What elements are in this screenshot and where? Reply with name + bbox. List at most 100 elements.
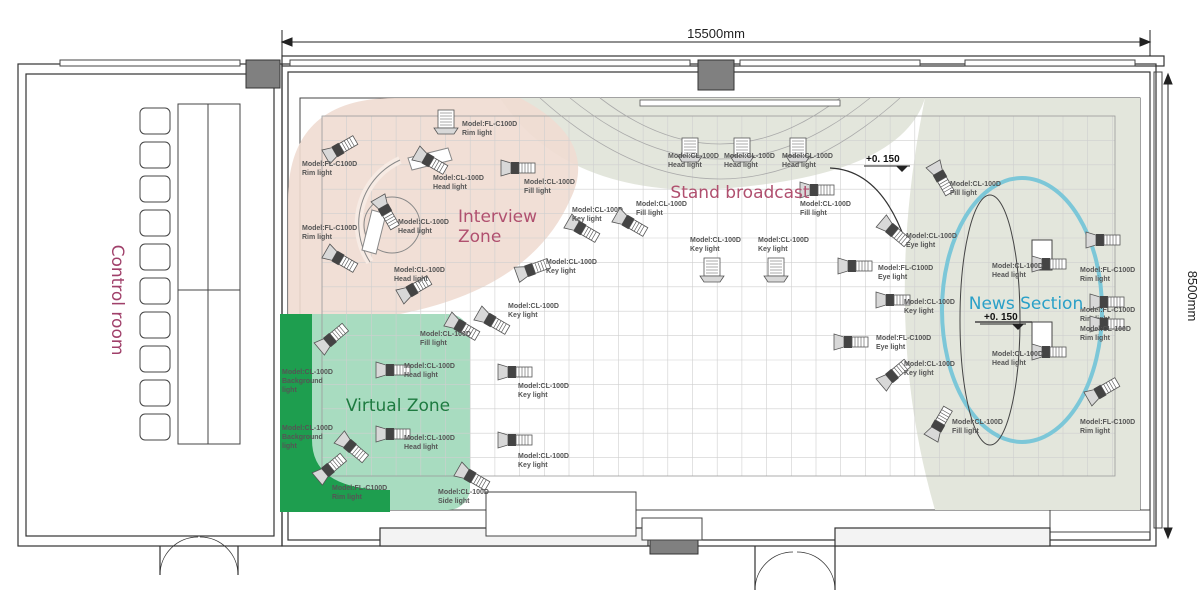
- fixture-model-label: Model:CL-100D: [950, 181, 1001, 188]
- virtual-zone-accent: [280, 314, 390, 512]
- fixture-model-label: Model:CL-100D: [404, 435, 455, 442]
- fixture-role-label: Fill light: [952, 428, 979, 435]
- fixture-role-label: Head light: [433, 184, 468, 191]
- light-fixture-icon: [923, 405, 953, 443]
- fixture-model-label: Model:FL-C100D: [1080, 419, 1135, 426]
- light-fixture-icon: [513, 257, 552, 283]
- fixture-role-label: Eye light: [878, 274, 908, 281]
- light-fixture: Model:CL-100D Side light: [438, 461, 491, 505]
- light-fixture-icon: [411, 145, 449, 175]
- fixture-role-label: light: [282, 443, 297, 450]
- fixture-model-label: Model:FL-C100D: [878, 265, 933, 272]
- fixture-model-label: Model:CL-100D: [758, 237, 809, 244]
- fixture-role-label: Fill light: [950, 190, 977, 197]
- width-dimension: 15500mm: [687, 26, 745, 41]
- news-zone-bg: [904, 98, 1140, 510]
- light-fixture-icon: [875, 358, 912, 392]
- fixture-model-label: Model:CL-100D: [398, 219, 449, 226]
- grid-border: [321, 115, 1116, 477]
- fixture-model-label: Model:CL-100D: [438, 489, 489, 496]
- fixture-model-label: Model:CL-100D: [668, 153, 719, 160]
- fixture-model-label: Model:CL-100D: [282, 425, 333, 432]
- light-fixture: Model:CL-100D Head light: [992, 255, 1067, 279]
- light-fixture-icon: [925, 159, 955, 197]
- fixture-model-label: Model:CL-100D: [992, 263, 1043, 270]
- control-room-furniture: [139, 103, 241, 445]
- control-room-label: Control room: [107, 245, 127, 356]
- column-nw: [245, 59, 281, 89]
- control-room-inner-wall: [25, 73, 275, 537]
- fixture-model-label: Model:CL-100D: [546, 259, 597, 266]
- light-fixture: Model:CL-100D Head light: [375, 425, 455, 451]
- fixture-role-label: Head light: [724, 162, 759, 169]
- fixture-model-label: Model:FL-C100D: [302, 161, 357, 168]
- virtual-zone-label: Virtual Zone: [346, 396, 450, 416]
- fixture-model-label: Model:CL-100D: [906, 233, 957, 240]
- fixture-model-label: Model:CL-100D: [282, 369, 333, 376]
- interview-set: [354, 147, 453, 265]
- light-fixture-icon: [333, 430, 370, 464]
- light-fixture-icon: [1089, 315, 1125, 333]
- light-fixture-icon: [321, 135, 359, 165]
- fixture-role-label: Side light: [438, 498, 470, 505]
- light-fixture-icon: [443, 311, 481, 341]
- fixture-role-label: Eye light: [906, 242, 936, 249]
- fixture-role-label: Background: [282, 378, 323, 385]
- fixture-role-label: Head light: [992, 272, 1027, 279]
- fixture-role-label: Rim light: [462, 130, 493, 137]
- fixture-role-label: Rim light: [302, 170, 333, 177]
- fixture-role-label: Rim light: [1080, 276, 1111, 283]
- light-fixture-icon: [311, 452, 348, 486]
- fixture-model-label: Model:FL-C100D: [462, 121, 517, 128]
- fixture-model-label: Model:CL-100D: [904, 299, 955, 306]
- fixture-model-label: Model:CL-100D: [724, 153, 775, 160]
- light-fixture-icon: [699, 257, 725, 283]
- interview-zone: [288, 98, 579, 315]
- light-fixture: Model:FL-C100D Rim light: [302, 135, 359, 177]
- control-room-chairs: [139, 107, 171, 441]
- fixture-model-label: Model:CL-100D: [690, 237, 741, 244]
- virtual-zone: [280, 314, 470, 510]
- stand-broadcast-set: [539, 97, 906, 241]
- light-fixture-icon: [875, 291, 911, 309]
- fixture-role-label: Fill light: [636, 210, 663, 217]
- fixture-role-label: Head light: [992, 360, 1027, 367]
- stand-broadcast-label: Stand broadcast: [670, 183, 809, 203]
- light-fixture-icon: [321, 243, 359, 273]
- dimension-lines: [280, 30, 1173, 540]
- fixture-model-label: Model:CL-100D: [404, 363, 455, 370]
- fixture-role-label: Head light: [404, 444, 439, 451]
- news-section-ring: [940, 176, 1104, 444]
- light-fixture-icon: [1031, 255, 1067, 273]
- interview-zone-label-1: Interview: [458, 207, 537, 227]
- fixture-model-label: Model:CL-100D: [636, 201, 687, 208]
- fixture-model-label: Model:FL-C100D: [1080, 307, 1135, 314]
- fixture-model-label: Model:CL-100D: [782, 153, 833, 160]
- light-fixture-icon: [763, 257, 789, 283]
- fixture-model-label: Model:CL-100D: [518, 453, 569, 460]
- south-set-pieces: [485, 491, 703, 541]
- light-fixture-icon: [1085, 231, 1121, 249]
- fixture-role-label: Background: [282, 434, 323, 441]
- column-n: [697, 59, 735, 91]
- fixture-model-label: Model:CL-100D: [1080, 326, 1131, 333]
- fixture-role-label: Head light: [398, 228, 433, 235]
- light-fixture: Model:CL-100D Head light: [724, 137, 775, 169]
